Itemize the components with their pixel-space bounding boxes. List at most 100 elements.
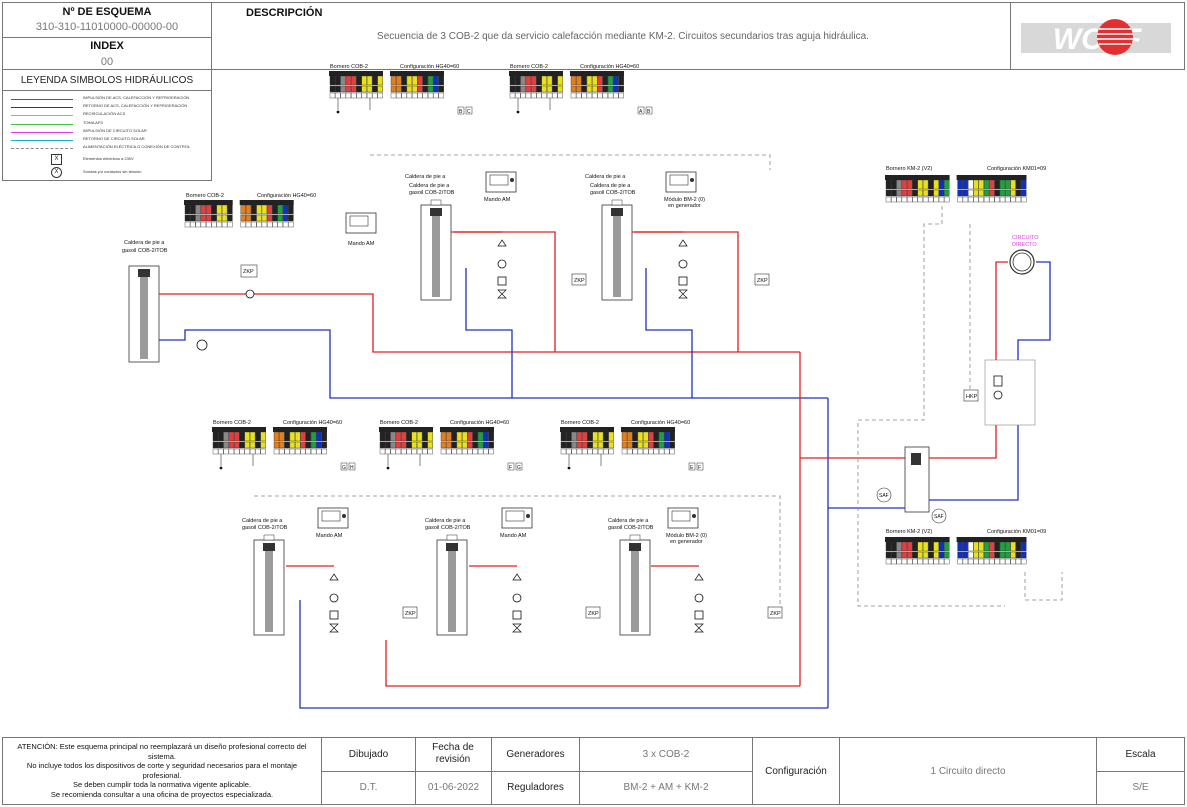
tag-box [637,106,645,115]
legend-line [11,140,73,141]
terminal [417,92,423,99]
terminal [279,431,285,442]
terminal [477,431,484,442]
terminal [411,441,417,449]
terminal [962,189,969,197]
legend-line [11,99,73,100]
terminal [597,441,604,449]
terminal [440,441,447,449]
terminal [1021,179,1027,190]
terminal [251,204,257,215]
terminal [973,179,979,190]
control-wire [1024,572,1063,601]
mando-knob [692,514,696,518]
bornero-km-label: Bornero KM-2 (V2) [886,166,932,172]
terminal [607,85,614,93]
terminal [592,85,598,93]
tag-box [340,462,348,471]
terminal [261,204,268,215]
boiler-burner [430,208,442,216]
saf-sensor-icon [876,487,892,503]
circuito-label: DIRECTO [1012,242,1037,248]
terminal [345,75,352,86]
terminal [917,179,923,190]
terminal [417,75,423,86]
tag-label: F [698,465,701,471]
terminal [944,541,950,552]
terminal [891,179,897,190]
terminal [1005,551,1011,559]
terminal [983,558,990,565]
terminal [440,448,447,455]
check-valve-icon [329,610,339,620]
terminal [321,448,327,455]
terminal [917,551,923,559]
terminal [607,75,614,86]
cob-terminal-block [509,71,624,99]
mando-screen [489,174,509,186]
attention-line: No incluye todos los dispositivos de cor… [26,761,298,770]
zkp-label: ZKP [770,611,781,617]
terminal [592,75,598,86]
terminal [244,441,251,449]
terminal [310,448,317,455]
terminal [212,441,219,449]
terminal [279,448,285,455]
terminal [390,85,397,93]
mando-label: en generador [670,539,703,545]
attention-line: Se deben cumplir toda la normativa vigen… [72,780,252,789]
terminal [372,75,378,86]
terminal [351,92,357,99]
config-label: Configuración HG40=60 [400,64,459,70]
terminal [643,431,649,442]
mando-screen [505,510,525,522]
bornero-label: Bornero COB-2 [186,193,224,199]
terminal [968,551,974,559]
legend-item-label: Sondas y/o contactos sin tensión [83,168,142,174]
terminal [1005,558,1011,565]
terminal [637,441,644,449]
terminal [300,448,306,455]
return-pipe [299,600,828,709]
terminal [994,179,1000,190]
boiler-burner [446,543,458,551]
terminal [233,448,240,455]
terminal [456,448,463,455]
terminal [901,551,908,559]
tag-label: H [350,465,354,471]
terminal [896,558,902,565]
terminal [983,196,990,203]
terminal [462,431,468,442]
terminal [345,92,352,99]
terminal [664,448,670,455]
terminal [618,75,624,86]
terminal [938,551,945,559]
logo-block: WOLF [1010,2,1185,70]
check-valve-icon [678,276,688,286]
boiler-top [611,199,623,206]
terminal [602,75,608,86]
terminal [200,221,207,228]
terminal [427,75,434,86]
reguladores-value: BM-2 + AM + KM-2 [623,782,709,793]
check-valve-icon [512,610,522,620]
terminal [211,214,217,222]
terminal [462,441,468,449]
terminal [627,431,633,442]
terminal [249,431,256,442]
terminal [221,221,228,228]
terminal [933,189,939,197]
terminal [621,431,628,442]
terminal [571,431,577,442]
terminal [401,448,407,455]
boiler-burner [263,543,275,551]
terminal [267,221,273,228]
terminal [295,431,301,442]
schema-label: Nº DE ESQUEMA [62,6,152,18]
dibujado-label: Dibujado [348,749,389,760]
zkp-label: ZKP [243,269,254,275]
terminal-header [621,427,675,432]
terminal [216,221,223,228]
terminal [284,448,290,455]
